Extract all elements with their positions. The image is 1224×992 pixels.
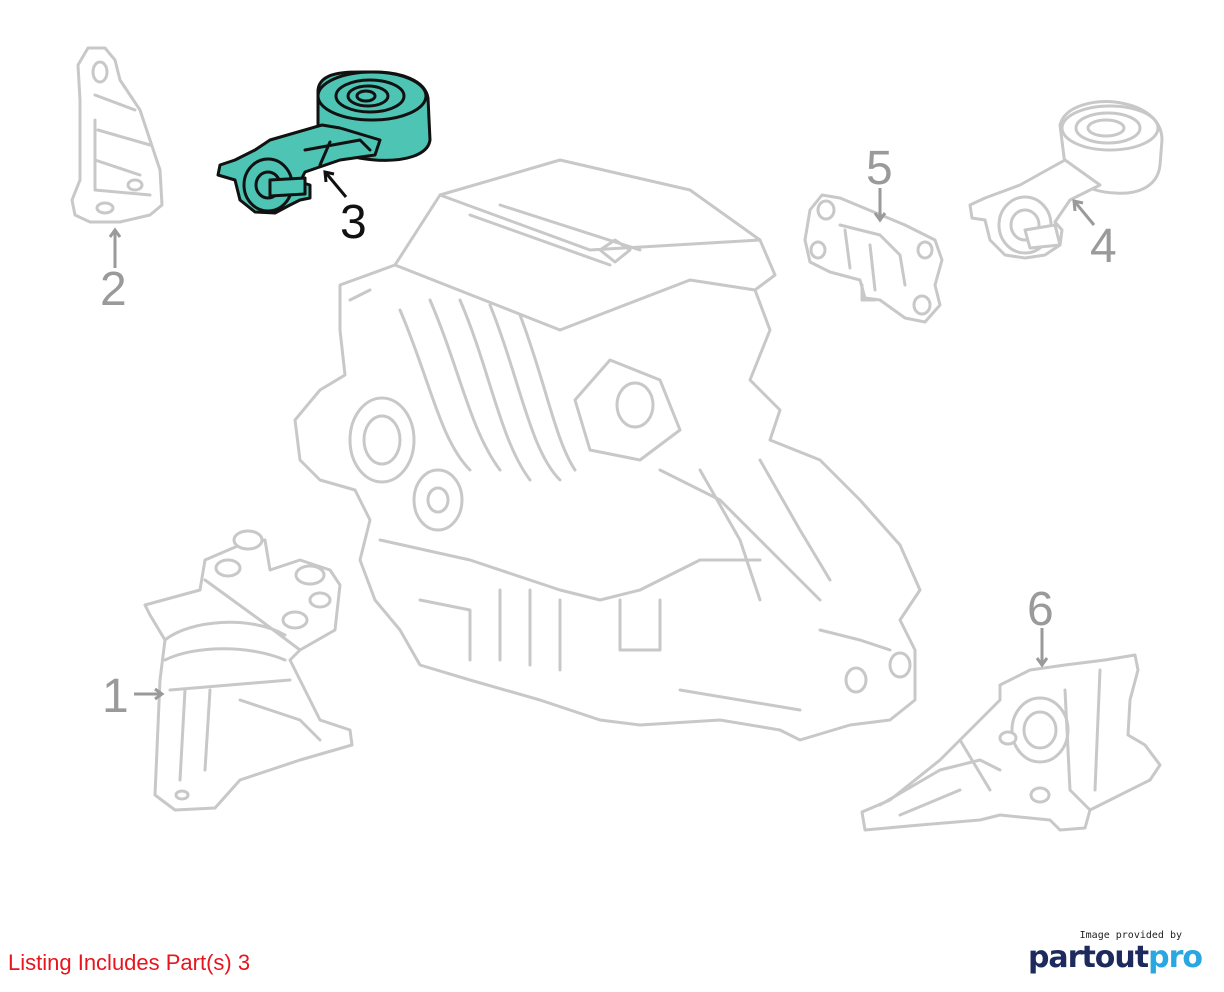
callout-4-leader bbox=[1073, 201, 1096, 226]
callout-3-leader bbox=[324, 172, 348, 198]
callout-3-arrowhead bbox=[323, 170, 335, 183]
callout-1-arrowhead bbox=[154, 687, 165, 701]
callout-4-label: 4 bbox=[1090, 220, 1117, 273]
engine-block bbox=[293, 158, 922, 742]
callout-2-label: 2 bbox=[100, 263, 127, 316]
callout-1-label: 1 bbox=[102, 670, 129, 723]
part-2-bracket bbox=[70, 46, 164, 224]
callout-5-arrowhead bbox=[873, 212, 887, 223]
callout-5-label: 5 bbox=[866, 142, 893, 195]
part-1-mount bbox=[143, 529, 354, 812]
part-4-torque-rod bbox=[968, 100, 1164, 260]
listing-parts-text: Listing Includes Part(s) 3 bbox=[8, 950, 251, 975]
part-5-bracket bbox=[803, 193, 944, 324]
credit-caption: Image provided by bbox=[1079, 930, 1182, 941]
part-3-torque-rod-highlighted bbox=[216, 70, 432, 215]
callout-3-label: 3 bbox=[340, 196, 367, 249]
callout-6-arrowhead bbox=[1035, 657, 1049, 668]
logo-part-2: pro bbox=[1148, 940, 1203, 975]
logo-part-1: partout bbox=[1027, 940, 1149, 975]
callout-6-label: 6 bbox=[1027, 583, 1054, 636]
callout-4-arrowhead bbox=[1072, 199, 1084, 212]
callout-2-arrowhead bbox=[108, 227, 122, 238]
image-credit: Image provided by partoutpro bbox=[1022, 930, 1203, 975]
part-6-mount bbox=[860, 653, 1162, 832]
partoutpro-logo: partoutpro bbox=[1027, 940, 1203, 975]
